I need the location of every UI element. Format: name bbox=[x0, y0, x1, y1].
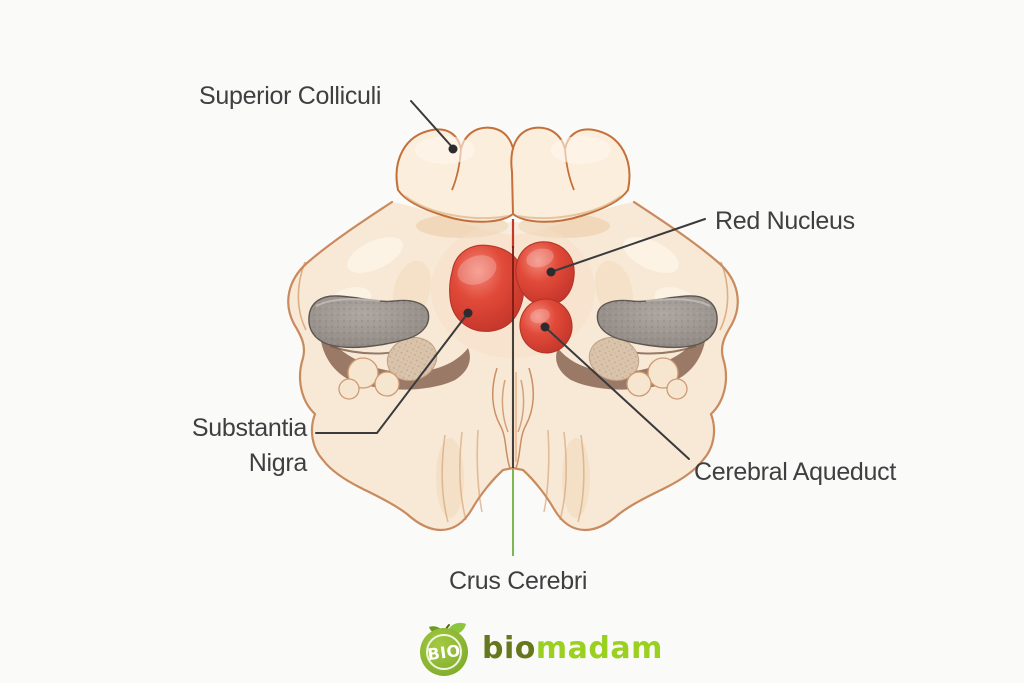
cream-bump bbox=[374, 371, 400, 397]
leader-red-nucleus bbox=[546, 218, 706, 277]
leader-superior-colliculi bbox=[410, 100, 458, 154]
marble-highlight bbox=[347, 237, 403, 273]
label-substantia-nigra: Substantia Nigra bbox=[191, 414, 307, 477]
pointer-dot-superior-colliculi bbox=[448, 144, 458, 154]
bio-badge: BIO bbox=[420, 622, 468, 676]
superior-colliculus bbox=[395, 126, 516, 223]
crus-striations bbox=[441, 429, 483, 523]
badge-ring bbox=[426, 634, 462, 670]
cream-bump bbox=[347, 357, 379, 389]
gray-crescent bbox=[308, 295, 430, 349]
red-highlight bbox=[526, 248, 554, 268]
brand-wordmark: biomadam bbox=[482, 631, 663, 666]
badge-text: BIO bbox=[426, 641, 462, 664]
label-crus-cerebri: Crus Cerebri bbox=[449, 567, 588, 595]
pointer-dot-substantia-nigra bbox=[463, 308, 473, 318]
red-highlight bbox=[457, 255, 497, 285]
brand-logo: BIO biomadam bbox=[417, 619, 663, 677]
fossa-lines bbox=[492, 367, 511, 469]
leader-cerebral-aqueduct bbox=[540, 322, 690, 460]
wordmark-madam: madam bbox=[535, 630, 663, 666]
colliculus-highlight bbox=[415, 136, 475, 164]
wing-outline bbox=[287, 200, 515, 532]
label-cerebral-aqueduct: Cerebral Aqueduct bbox=[694, 458, 896, 486]
colliculus-under-shadow bbox=[404, 195, 509, 220]
leader-substantia-nigra bbox=[315, 308, 473, 434]
pointer-dot-cerebral-aqueduct bbox=[540, 322, 550, 332]
wordmark-bio: bio bbox=[482, 630, 536, 666]
label-red-nucleus: Red Nucleus bbox=[715, 207, 855, 235]
cream-bump bbox=[338, 378, 360, 400]
pointer-dot-red-nucleus bbox=[546, 267, 556, 277]
label-superior-colliculi: Superior Colliculi bbox=[199, 82, 382, 110]
red-highlight bbox=[530, 308, 550, 324]
red-nucleus-blob bbox=[515, 241, 575, 306]
